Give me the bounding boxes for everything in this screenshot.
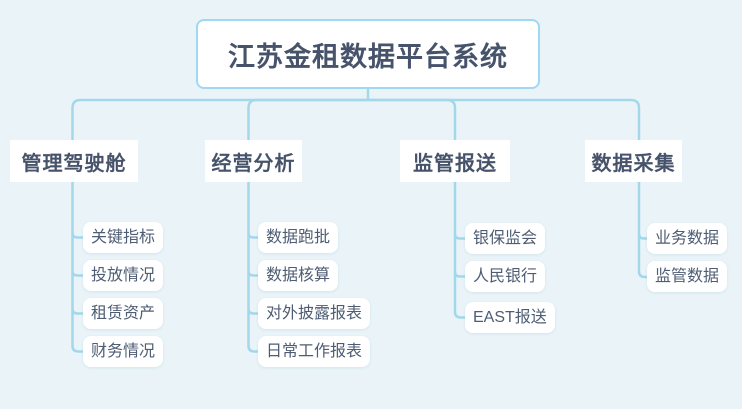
child-node-2-1[interactable]: 数据跑批 bbox=[258, 222, 339, 253]
child-node-1-4[interactable]: 财务情况 bbox=[83, 336, 164, 367]
child-node-1-2[interactable]: 投放情况 bbox=[83, 260, 164, 291]
branch-node-4[interactable]: 数据采集 bbox=[585, 140, 682, 182]
connector-branch-3-tick-2 bbox=[453, 271, 465, 278]
child-node-4-1[interactable]: 业务数据 bbox=[647, 223, 728, 254]
child-node-4-2[interactable]: 监管数据 bbox=[647, 261, 728, 292]
connector-branch-1-trunk bbox=[71, 182, 83, 353]
child-node-3-3[interactable]: EAST报送 bbox=[465, 302, 555, 333]
connector-root-branch-4 bbox=[368, 98, 641, 140]
child-node-2-2[interactable]: 数据核算 bbox=[258, 260, 339, 291]
child-node-1-1[interactable]: 关键指标 bbox=[83, 222, 164, 253]
connector-branch-1-tick-1 bbox=[71, 232, 83, 239]
connector-branch-1-tick-2 bbox=[71, 270, 83, 277]
child-node-2-4[interactable]: 日常工作报表 bbox=[258, 336, 371, 367]
child-node-1-3[interactable]: 租赁资产 bbox=[83, 298, 164, 329]
branch-node-1[interactable]: 管理驾驶舱 bbox=[10, 140, 138, 182]
connector-root-branch-3 bbox=[368, 98, 457, 140]
connector-branch-3-tick-1 bbox=[453, 233, 465, 240]
connector-branch-4-trunk bbox=[637, 182, 647, 279]
branch-node-3[interactable]: 监管报送 bbox=[400, 140, 510, 182]
connector-branch-2-tick-1 bbox=[247, 232, 258, 239]
connector-branch-2-tick-2 bbox=[247, 270, 258, 277]
connector-branch-3-trunk bbox=[453, 182, 465, 319]
connector-branch-1-tick-3 bbox=[71, 308, 83, 315]
branch-node-2[interactable]: 经营分析 bbox=[205, 140, 302, 182]
child-node-3-2[interactable]: 人民银行 bbox=[465, 261, 546, 292]
connector-branch-4-tick-1 bbox=[637, 233, 647, 240]
connector-branch-2-tick-3 bbox=[247, 308, 258, 315]
child-node-2-3[interactable]: 对外披露报表 bbox=[258, 298, 371, 329]
connector-branch-2-trunk bbox=[247, 182, 258, 353]
child-node-3-1[interactable]: 银保监会 bbox=[465, 223, 546, 254]
connector-root-branch-2 bbox=[247, 98, 368, 140]
connector-root-branch-1 bbox=[71, 98, 368, 140]
root-node-title[interactable]: 江苏金租数据平台系统 bbox=[196, 19, 540, 89]
